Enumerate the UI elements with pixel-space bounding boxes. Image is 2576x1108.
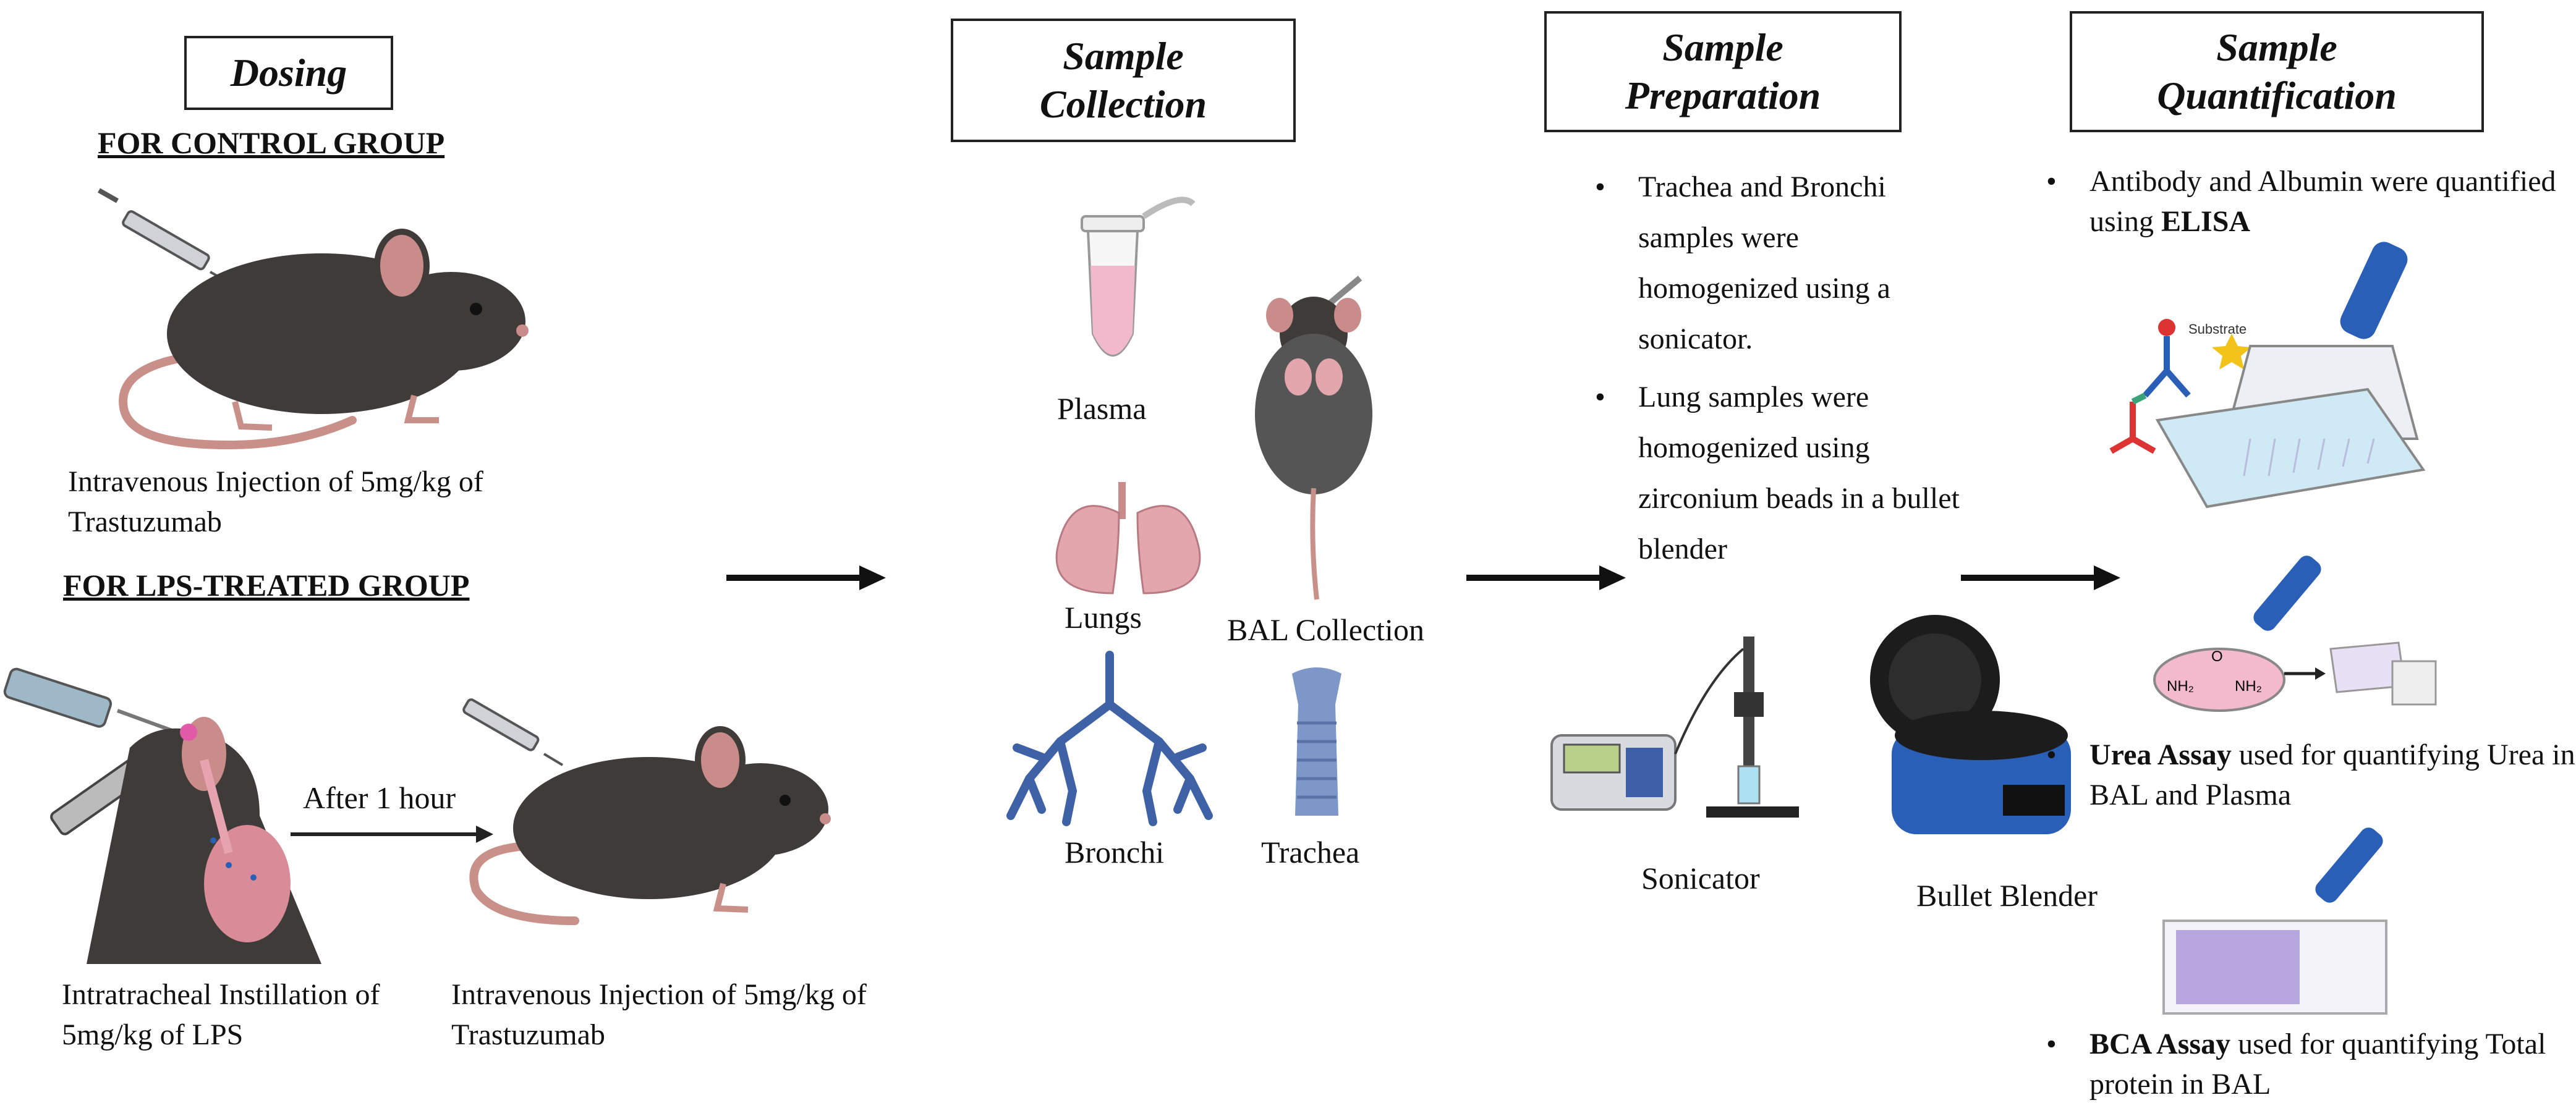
preparation-bullets: Trachea and Bronchi samples were homogen… [1589, 162, 1960, 582]
plasma-tube-icon [1081, 197, 1196, 357]
elisa-text: Antibody and Albumin were quantified usi… [2089, 165, 2556, 238]
bca-assay-icon [2162, 827, 2387, 1015]
after-1-hour-arrow [291, 826, 493, 843]
lungs-icon [1055, 482, 1201, 594]
bullet-blender-icon [1870, 615, 2071, 834]
plasma-label: Plasma [1057, 391, 1147, 426]
lps-instillation-figure [3, 667, 321, 964]
stage-box-collection: Sample Collection [951, 19, 1296, 142]
urea-bold: Urea Assay [2089, 738, 2232, 771]
stage-title-quantification-1: Sample [2216, 25, 2337, 69]
urea-o-label: O [2211, 648, 2223, 665]
bal-collection-label: BAL Collection [1227, 612, 1424, 647]
stage-title-collection-2: Collection [1039, 82, 1207, 126]
bca-text: used for quantifying Total protein in BA… [2089, 1028, 2546, 1101]
stage-title-preparation-2: Preparation [1625, 74, 1821, 117]
control-caption: Intravenous Injection of 5mg/kg of Trast… [68, 465, 483, 538]
stage-title-preparation-1: Sample [1662, 25, 1783, 69]
stage-box-dosing: Dosing [184, 36, 393, 110]
urea-nh2-left: NH₂ [2167, 678, 2194, 695]
trachea-label: Trachea [1261, 835, 1360, 869]
stage-box-quantification: Sample Quantification [2070, 11, 2484, 132]
bullet-blender-label: Bullet Blender [1916, 878, 2098, 913]
control-mouse-figure [98, 188, 529, 450]
syringe-icon [98, 188, 232, 285]
bal-mouse-icon [1255, 276, 1372, 600]
preparation-bullet-2: Lung samples were homogenized using zirc… [1589, 372, 1960, 575]
bca-bold: BCA Assay [2089, 1028, 2231, 1060]
elisa-antibody-icon: Substrate [2109, 319, 2251, 454]
preparation-bullet-1: Trachea and Bronchi samples were homogen… [1589, 162, 1960, 365]
stage-title-quantification-2: Quantification [2157, 74, 2397, 117]
after-1-hour-label: After 1 hour [303, 780, 456, 815]
urea-nh2-right: NH₂ [2235, 678, 2262, 695]
lps-caption-right: Intravenous Injection of 5mg/kg of Trast… [451, 978, 867, 1051]
elisa-pipette-plate-icon [2155, 242, 2426, 509]
substrate-label: Substrate [2188, 321, 2247, 337]
stage-title-dosing: Dosing [230, 50, 347, 95]
urea-assay-icon: O NH₂ NH₂ [2153, 556, 2437, 712]
mouse-icon [469, 726, 831, 925]
bca-bullet: BCA Assay used for quantifying Total pro… [2040, 1025, 2576, 1105]
elisa-bold: ELISA [2161, 205, 2251, 238]
elisa-bullet: Antibody and Albumin were quantified usi… [2040, 162, 2559, 242]
bronchi-icon [1006, 651, 1213, 826]
arrow-preparation-to-quantification [1961, 565, 2120, 590]
urea-text: used for quantifying Urea in BAL and Pla… [2089, 738, 2575, 811]
trachea-icon [1292, 667, 1341, 816]
lps-caption-left: Intratracheal Instillation of 5mg/kg of … [62, 978, 380, 1051]
arrow-dosing-to-collection [726, 565, 886, 590]
lps-group-header: FOR LPS-TREATED GROUP [63, 568, 470, 603]
stage-box-preparation: Sample Preparation [1544, 11, 1902, 132]
mouse-icon [119, 229, 529, 450]
control-group-header: FOR CONTROL GROUP [98, 125, 445, 160]
stage-title-collection-1: Sample [1063, 33, 1184, 78]
bronchi-label: Bronchi [1065, 835, 1165, 869]
sonicator-icon [1550, 636, 1799, 818]
lungs-label: Lungs [1065, 600, 1142, 635]
syringe-icon [462, 698, 564, 766]
lps-trastuzumab-mouse-figure [462, 698, 831, 925]
urea-bullet: Urea Assay used for quantifying Urea in … [2040, 735, 2576, 816]
sonicator-label: Sonicator [1641, 861, 1760, 895]
